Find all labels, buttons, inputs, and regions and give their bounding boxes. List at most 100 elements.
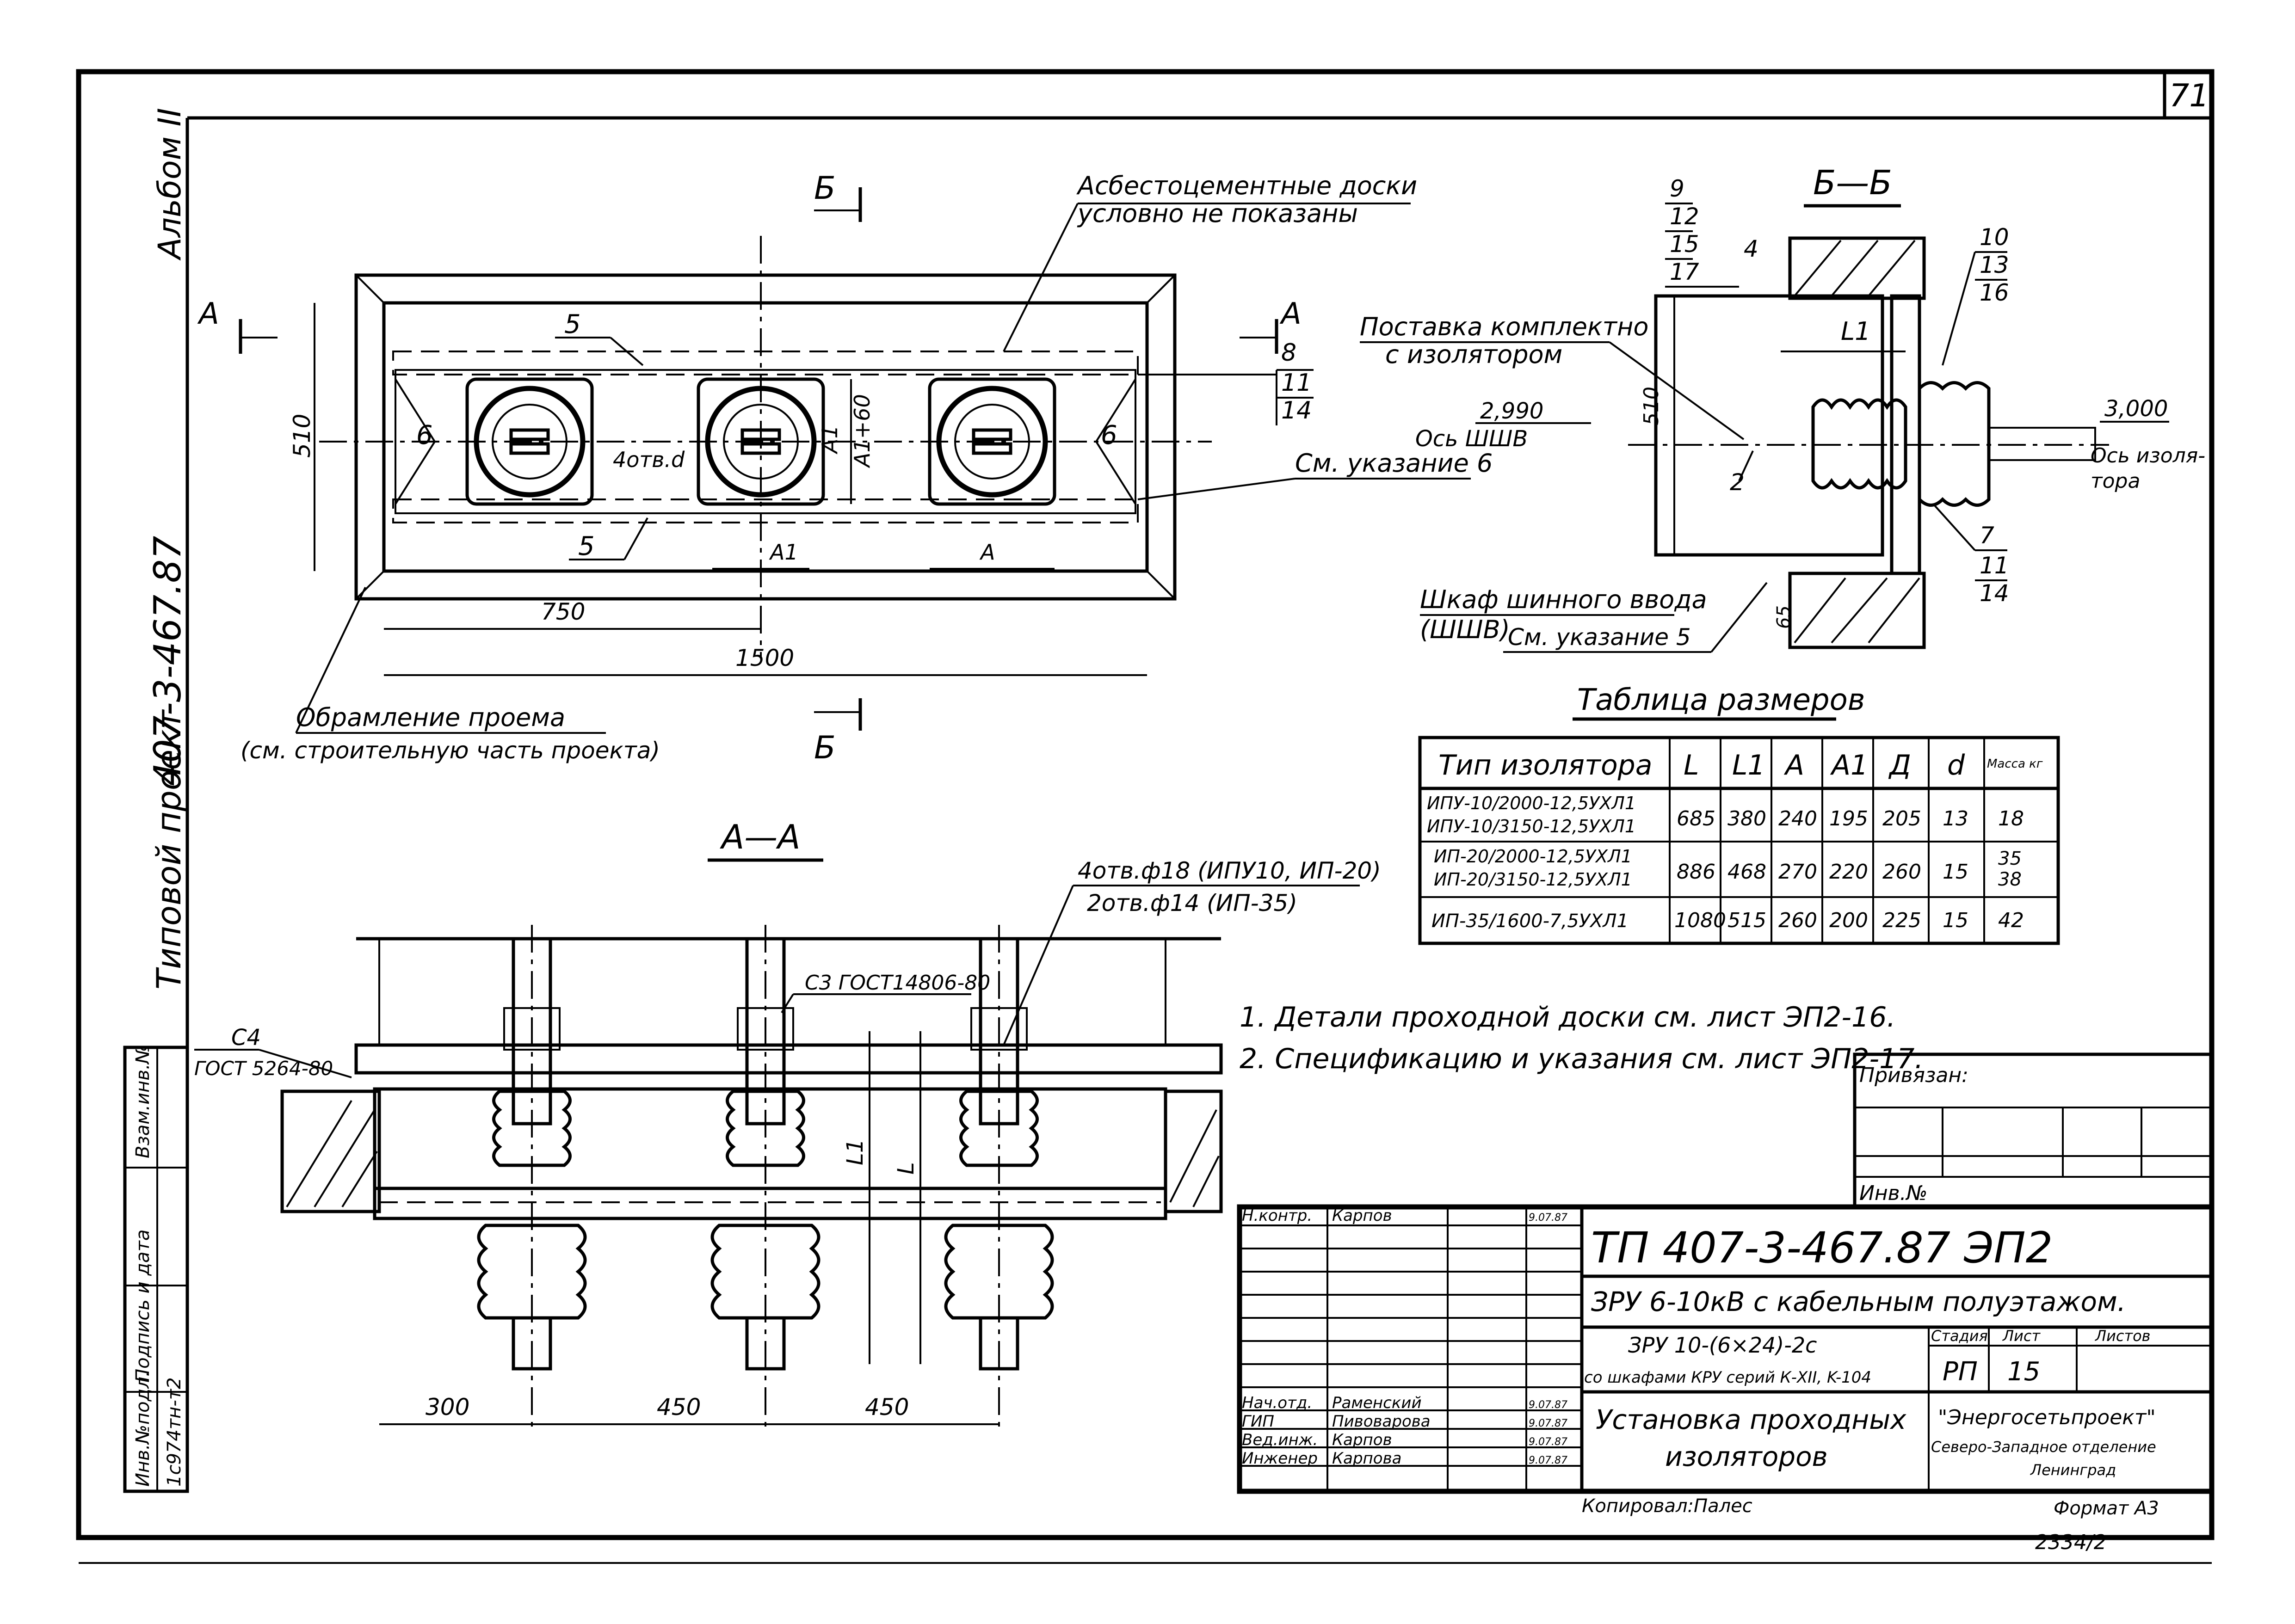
- aa-holes-label-1: 4отв.ф18 (ИПУ10, ИП-20): [1078, 857, 1381, 884]
- table-row1-dd: 205: [1882, 807, 1921, 830]
- table-row1-type2: ИПУ-10/3150-12,5УХЛ1: [1427, 816, 1636, 837]
- bb-cabinet-label-2: (ШШВ): [1420, 615, 1510, 644]
- plan-section-a-right: А: [1279, 297, 1302, 331]
- title-org-3: Ленинград: [2030, 1461, 2116, 1479]
- section-aa-title: А—А: [720, 818, 801, 856]
- bb-callout-12: 12: [1670, 203, 1699, 230]
- aa-dim-450a: 450: [657, 1394, 701, 1421]
- title-org-2: Северо-Западное отделение: [1931, 1438, 2156, 1456]
- plan-callout-14: 14: [1281, 397, 1312, 424]
- signer-4-role: Вед.инж.: [1242, 1431, 1318, 1449]
- bb-callout-7: 7: [1980, 522, 1994, 549]
- table-row2-mass2: 38: [1998, 869, 2022, 890]
- signer-4-date: 9.07.87: [1529, 1436, 1567, 1448]
- table-row2-l: 886: [1677, 860, 1715, 884]
- plan-mark-5-bottom: 5: [578, 531, 595, 561]
- table-row3-l: 1080: [1674, 909, 1726, 932]
- table-row3-l1: 515: [1727, 909, 1766, 932]
- table-header-d-upper: Д: [1888, 749, 1911, 781]
- signer-1-name: Карпов: [1332, 1206, 1392, 1225]
- table-header-type: Тип изолятора: [1438, 749, 1653, 781]
- signer-3-name: Пивоварова: [1332, 1412, 1431, 1431]
- table-header-l: L: [1684, 749, 1699, 781]
- signer-3-role: ГИП: [1242, 1412, 1274, 1431]
- bb-insert-label-2: с изолятором: [1385, 340, 1562, 369]
- bound-box: Привязан: Инв.№: [1853, 1052, 2214, 1209]
- table-row1-a1: 195: [1829, 807, 1868, 830]
- bb-mark-4: 4: [1744, 235, 1758, 262]
- bb-dim-510: 510: [1640, 387, 1663, 425]
- stamp-label-inv: Инв.№подл.: [132, 1371, 154, 1487]
- table-row3-a: 260: [1778, 909, 1817, 932]
- table-row2-mass1: 35: [1998, 848, 2022, 869]
- stamp-label-sign: Подпись и дата: [132, 1230, 154, 1383]
- title-block: Н.контр. Карпов 9.07.87 Нач.отд. Раменск…: [1237, 1204, 2215, 1494]
- stamp-label-vzam: Взам.инв.№: [132, 1045, 154, 1158]
- bb-cabinet-label-1: Шкаф шинного ввода: [1420, 585, 1707, 614]
- plan-mark-6-right: 6: [1101, 420, 1117, 450]
- section-aa: А—А: [194, 818, 1381, 1429]
- table-row3-a1: 200: [1829, 909, 1868, 932]
- side-type: Типовой проект: [149, 709, 188, 990]
- table-row1-l1: 380: [1727, 807, 1766, 830]
- table-row3-mass: 42: [1998, 909, 2024, 932]
- plan-see-note6: См. указание 6: [1295, 449, 1493, 478]
- bb-level-3000: 3,000: [2104, 396, 2168, 422]
- aa-c4-gost: ГОСТ 5264-80: [194, 1057, 333, 1080]
- bb-callout-14: 14: [1980, 580, 2009, 607]
- bb-callout-10: 10: [1980, 224, 2009, 251]
- aa-holes-label-2: 2отв.ф14 (ИП-35): [1087, 890, 1297, 917]
- signer-5-date: 9.07.87: [1529, 1455, 1567, 1466]
- table-header-mass: Масса кг: [1987, 757, 2043, 771]
- note-1: 1. Детали проходной доски см. лист ЭП2-1…: [1240, 1001, 1895, 1033]
- aa-c4-label: С4: [231, 1025, 261, 1051]
- signer-1-date: 9.07.87: [1529, 1212, 1567, 1224]
- table-header-d: d: [1947, 749, 1965, 781]
- bb-see-note5: См. указание 5: [1508, 624, 1691, 651]
- table-row2-type2: ИП-20/3150-12,5УХЛ1: [1434, 869, 1632, 890]
- table-row2-a1: 220: [1829, 860, 1868, 884]
- section-bb-title: Б—Б: [1813, 163, 1892, 202]
- bound-label: Привязан:: [1859, 1064, 1968, 1087]
- plan-dim-750: 750: [541, 598, 585, 625]
- aa-dim-300: 300: [426, 1394, 469, 1421]
- table-row2-l1: 468: [1727, 860, 1766, 884]
- table-row2-type1: ИП-20/2000-12,5УХЛ1: [1434, 846, 1632, 867]
- bb-dim-l1: L1: [1841, 317, 1870, 346]
- signer-2-date: 9.07.87: [1529, 1399, 1567, 1411]
- table-row3-type1: ИП-35/1600-7,5УХЛ1: [1431, 910, 1629, 932]
- aa-dim-l: L: [893, 1162, 919, 1175]
- stamp-inv-value: 1с974тн-т2: [164, 1378, 185, 1487]
- table-row1-type1: ИПУ-10/2000-12,5УХЛ1: [1427, 793, 1636, 813]
- plan-mark-5-top: 5: [564, 309, 581, 339]
- signer-4-name: Карпов: [1332, 1431, 1392, 1449]
- plan-dim-a1-60: А1+60: [850, 394, 875, 468]
- table-header-a1: А1: [1830, 749, 1868, 781]
- bb-axis-right-1: Ось изоля-: [2091, 444, 2205, 468]
- plan-dim-a1: А1: [769, 540, 798, 565]
- plan-holes-label: 4отв.d: [613, 447, 685, 472]
- aa-dim-l1: L1: [842, 1139, 868, 1165]
- bound-inv: Инв.№: [1859, 1181, 1927, 1205]
- size-table-title: Таблица размеров: [1577, 683, 1865, 717]
- table-row1-d: 13: [1943, 807, 1968, 830]
- bb-callout-9: 9: [1670, 175, 1684, 202]
- plan-view: Б Б А А Асбестоцементные доски условно н…: [197, 170, 1493, 766]
- plan-dim-a1-v: А1: [817, 425, 842, 455]
- bb-callout-17: 17: [1670, 258, 1699, 285]
- table-row2-a: 270: [1778, 860, 1817, 884]
- bb-callout-15: 15: [1670, 231, 1699, 258]
- plan-boards-label-1: Асбестоцементные доски: [1076, 171, 1417, 200]
- title-sheet-title-1: Установка проходных: [1596, 1404, 1906, 1435]
- bb-level-2990: 2,990: [1480, 398, 1543, 424]
- signer-2-role: Нач.отд.: [1242, 1394, 1312, 1412]
- side-stamp: Взам.инв.№ Подпись и дата Инв.№подл. 1с9…: [123, 1045, 189, 1493]
- title-variant-1: ЗРУ 10-(6×24)-2с: [1628, 1333, 1817, 1358]
- bb-insert-label-1: Поставка комплектно: [1360, 312, 1648, 341]
- plan-frame-label-2: (см. строительную часть проекта): [241, 737, 660, 764]
- aa-dim-450b: 450: [865, 1394, 909, 1421]
- title-stage-label: Стадия: [1931, 1327, 1988, 1345]
- side-code: 407-3-467.87: [146, 536, 189, 786]
- copied-label: Копировал:Палес: [1582, 1495, 1752, 1517]
